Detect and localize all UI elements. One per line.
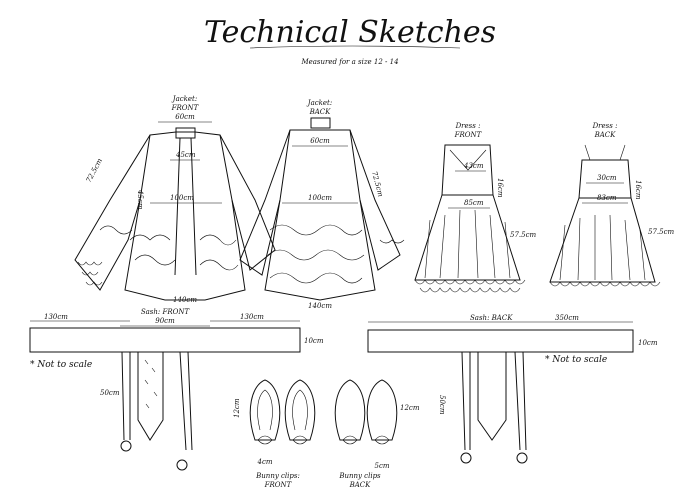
sash-front-center-measure: 90cm bbox=[155, 317, 175, 325]
clips-back-sublabel: BACK bbox=[349, 481, 372, 489]
jacket-front-chest-measure: 45cm bbox=[175, 151, 196, 159]
dress-front-neckline bbox=[449, 149, 487, 171]
sash-back-height-measure: 10cm bbox=[638, 339, 658, 347]
jacket-front-waist-measure: 100cm bbox=[170, 194, 194, 202]
sash-back-length-measure: 350cm bbox=[555, 314, 579, 322]
sheet-subtitle: Measured for a size 12 - 14 bbox=[300, 58, 398, 66]
dress-front-skirt-measure: 57.5cm bbox=[510, 231, 537, 239]
jacket-back-label: Jacket: bbox=[306, 99, 332, 107]
dress-back-skirt bbox=[549, 197, 656, 283]
clips-front-width-measure: 4cm bbox=[256, 458, 272, 466]
cloud-pattern bbox=[129, 234, 239, 271]
sash-back-center-tail bbox=[477, 352, 507, 441]
sash-front-tassel-left bbox=[120, 440, 132, 452]
sash-back-band bbox=[367, 329, 634, 353]
clips-back-label: Bunny clips bbox=[338, 472, 381, 480]
jacket-front-sleeve-measure: 72.5cm bbox=[85, 157, 105, 184]
dress-front-waist-measure: 85cm bbox=[464, 199, 484, 207]
sash-front-height-measure: 10cm bbox=[304, 337, 324, 345]
dress-front-sketch: Dress : FRONT 43cm 16cm 85cm 57.5cm bbox=[414, 122, 537, 293]
sash-front-label: Sash: FRONT bbox=[141, 308, 191, 316]
sleeve-cloud bbox=[99, 225, 133, 235]
clips-front-label: Bunny clips: bbox=[255, 472, 300, 480]
sash-front-band bbox=[29, 327, 301, 353]
clips-back-height-measure: 12cm bbox=[400, 404, 420, 412]
jacket-front-sketch: Jacket: FRONT 60cm 72.5cm 45cm 100cm 45c… bbox=[74, 95, 276, 304]
clip-back-bows bbox=[342, 435, 390, 445]
dress-back-waist-measure: 83cm bbox=[597, 194, 617, 202]
dress-front-bodice-length: 16cm bbox=[496, 178, 504, 198]
dress-front-bust-measure: 43cm bbox=[463, 162, 484, 170]
dress-back-straps bbox=[584, 144, 626, 161]
jacket-back-waist-measure: 100cm bbox=[308, 194, 332, 202]
clips-back-width-measure: 5cm bbox=[374, 462, 389, 470]
sash-front-right-measure: 130cm bbox=[240, 313, 264, 321]
sash-front-center-tail bbox=[137, 352, 164, 441]
clip-back-left-ear bbox=[334, 379, 366, 441]
jacket-back-pattern bbox=[267, 224, 405, 284]
left-sleeve bbox=[74, 134, 151, 291]
jacket-front-body bbox=[124, 131, 246, 301]
collar-shape bbox=[175, 127, 196, 139]
bunny-clips-front-sketch: 12cm 4cm Bunny clips: FRONT bbox=[233, 379, 316, 489]
sash-back-label: Sash: BACK bbox=[470, 314, 513, 322]
clip-front-right-inner bbox=[292, 389, 308, 431]
jacket-back-shoulder-measure: 60cm bbox=[310, 137, 330, 145]
jacket-back-sublabel: BACK bbox=[309, 108, 332, 116]
sash-back-ribbons bbox=[461, 351, 527, 451]
clip-front-left-ear bbox=[249, 379, 281, 441]
right-sleeve bbox=[219, 134, 276, 271]
jacket-back-collar bbox=[310, 117, 331, 129]
sheet-title: Technical Sketches bbox=[204, 15, 496, 50]
bunny-clips-back-sketch: 12cm 5cm Bunny clips BACK bbox=[334, 379, 420, 489]
dress-back-sublabel: BACK bbox=[594, 131, 617, 139]
dress-back-bust-measure: 30cm bbox=[597, 174, 617, 182]
jacket-back-sketch: Jacket: BACK 60cm 100cm 72.5cm 140cm bbox=[239, 99, 405, 310]
jacket-back-hem-measure: 140cm bbox=[308, 302, 332, 310]
sash-back-tail-measure: 50cm bbox=[438, 395, 446, 415]
jacket-front-opening bbox=[174, 137, 197, 276]
jacket-front-shoulder-measure: 60cm bbox=[175, 113, 195, 121]
dress-back-label: Dress : bbox=[592, 122, 618, 130]
clip-front-bows bbox=[257, 435, 308, 445]
sash-front-tail-measure: 50cm bbox=[100, 389, 120, 397]
dress-back-sketch: Dress : BACK 30cm 16cm 83cm 57.5cm bbox=[549, 122, 675, 287]
sash-front-tail-motifs bbox=[144, 359, 158, 409]
dress-front-ruffles bbox=[414, 279, 526, 293]
sash-front-left-measure: 130cm bbox=[44, 313, 68, 321]
not-to-scale-note-left: * Not to scale bbox=[30, 360, 92, 370]
dress-back-pleats bbox=[559, 214, 646, 281]
dress-back-skirt-measure: 57.5cm bbox=[648, 228, 675, 236]
dress-front-pleats bbox=[424, 209, 511, 279]
clip-back-right-ear bbox=[366, 379, 398, 441]
jacket-front-label: Jacket: bbox=[171, 95, 197, 103]
dress-back-ruffles bbox=[549, 281, 661, 287]
sash-back-tassel-right bbox=[516, 452, 528, 464]
jacket-back-sleeve-measure: 72.5cm bbox=[370, 170, 385, 198]
jacket-back-sleeves bbox=[239, 129, 401, 276]
dress-back-bodice-length: 16cm bbox=[634, 180, 642, 200]
jacket-front-hem-measure: 140cm bbox=[173, 296, 197, 304]
clips-front-sublabel: FRONT bbox=[264, 481, 293, 489]
dress-front-sublabel: FRONT bbox=[454, 131, 483, 139]
sash-front-ribbons bbox=[121, 351, 193, 451]
jacket-front-sublabel: FRONT bbox=[171, 104, 200, 112]
sash-back-sketch: Sash: BACK 350cm 10cm 50cm bbox=[367, 314, 658, 464]
jacket-back-body bbox=[264, 129, 376, 301]
dress-front-bodice bbox=[441, 144, 494, 196]
clip-front-right-ear bbox=[284, 379, 316, 441]
sash-front-sketch: 130cm Sash: FRONT 90cm 130cm 10cm 50cm bbox=[29, 308, 324, 471]
sash-back-tassel-left bbox=[460, 452, 472, 464]
not-to-scale-note-right: * Not to scale bbox=[545, 355, 607, 365]
clip-front-left-inner bbox=[257, 389, 273, 431]
title-underline bbox=[249, 45, 461, 49]
clips-front-height-measure: 12cm bbox=[233, 398, 241, 418]
dress-front-label: Dress : bbox=[455, 122, 481, 130]
sleeve-ruffles bbox=[77, 261, 103, 286]
jacket-front-length-measure: 45cm bbox=[136, 189, 144, 210]
sash-front-tassel-right bbox=[176, 459, 188, 471]
